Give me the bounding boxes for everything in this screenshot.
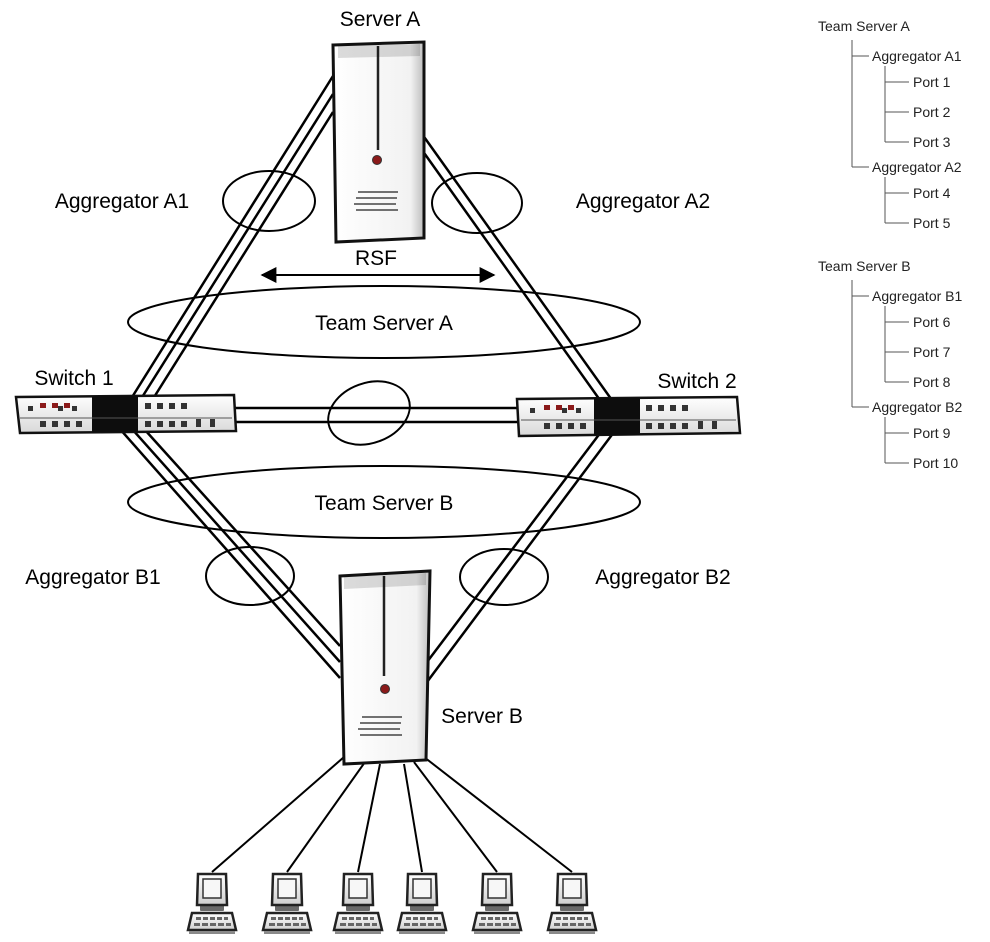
tree-port-label: Port 6: [913, 314, 951, 330]
client-computer-icon: [261, 872, 313, 936]
tree-port-label: Port 9: [913, 425, 951, 441]
inter-switch-ellipse: [327, 380, 411, 446]
server-a-icon: [331, 40, 426, 244]
switch-1-icon: [14, 393, 238, 435]
aggregator-b1-label: Aggregator B1: [25, 566, 160, 589]
client-computer-icon: [332, 872, 384, 936]
links-server-b-switch-2: [425, 423, 622, 683]
client-links: [211, 756, 573, 873]
tree-port-label: Port 8: [913, 374, 951, 390]
links-server-a-switch-1: [122, 75, 335, 411]
team-server-b-ellipse: [127, 465, 641, 539]
tree-port-label: Port 7: [913, 344, 951, 360]
tree-team-label: Team Server A: [818, 18, 910, 34]
aggregator-b2-ellipse: [459, 548, 549, 606]
team-server-b-label: Team Server B: [315, 492, 454, 515]
switch-2-label: Switch 2: [657, 370, 736, 393]
aggregator-a2-ellipse: [431, 172, 523, 234]
tree-port-label: Port 3: [913, 134, 951, 150]
server-b-icon: [338, 569, 432, 766]
client-computer-icon: [396, 872, 448, 936]
tree-port-label: Port 1: [913, 74, 951, 90]
switch-1-label: Switch 1: [34, 367, 113, 390]
server-a-label: Server A: [340, 8, 421, 31]
links-server-a-switch-2: [420, 133, 621, 411]
tree-port-label: Port 4: [913, 185, 951, 201]
team-server-a-ellipse: [127, 285, 641, 359]
tree-port-label: Port 2: [913, 104, 951, 120]
switch-2-icon: [515, 395, 742, 438]
team-server-a-label: Team Server A: [315, 312, 453, 335]
client-computer-icon: [186, 872, 238, 936]
tree-port-label: Port 5: [913, 215, 951, 231]
aggregator-a1-ellipse: [222, 170, 316, 232]
client-computer-icon: [471, 872, 523, 936]
tree-aggregator-label: Aggregator A2: [872, 159, 962, 175]
server-b-label: Server B: [441, 705, 523, 728]
aggregator-b1-ellipse: [205, 546, 295, 606]
aggregator-a2-label: Aggregator A2: [576, 190, 710, 213]
client-computer-icon: [546, 872, 598, 936]
aggregator-b2-label: Aggregator B2: [595, 566, 730, 589]
aggregator-a1-label: Aggregator A1: [55, 190, 189, 213]
links-server-b-switch-1: [111, 419, 341, 679]
tree-team-label: Team Server B: [818, 258, 911, 274]
tree-aggregator-label: Aggregator B2: [872, 399, 962, 415]
client-workstations: [186, 872, 598, 936]
team-hierarchy-tree: Team Server A Aggregator A1 Port 1 Port 2 Po…: [818, 18, 962, 471]
rsf-label: RSF: [355, 247, 397, 270]
tree-aggregator-label: Aggregator B1: [872, 288, 962, 304]
tree-aggregator-label: Aggregator A1: [872, 48, 962, 64]
tree-port-label: Port 10: [913, 455, 958, 471]
inter-switch-link: [234, 406, 520, 424]
